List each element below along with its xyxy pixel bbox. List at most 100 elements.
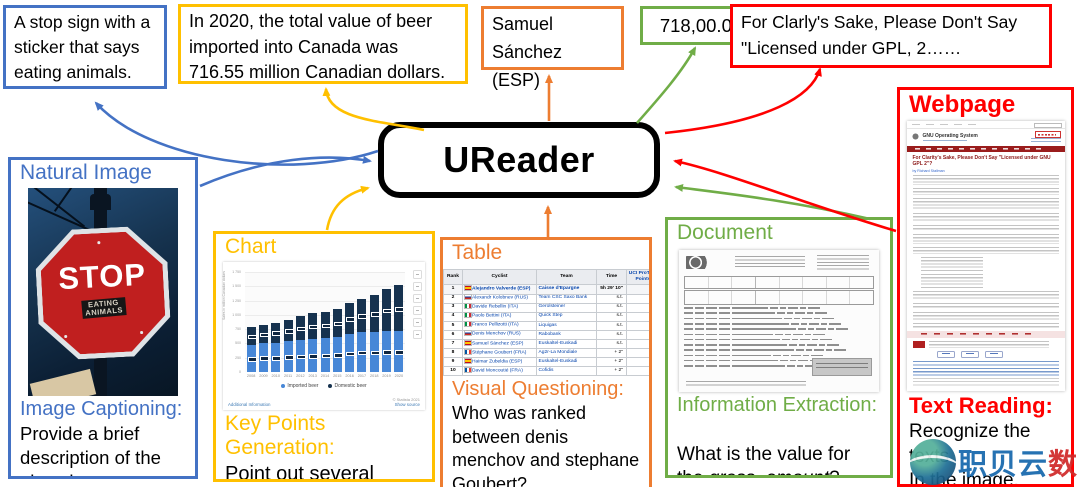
bar-value-label xyxy=(383,308,393,314)
cyclist-link: Davide Rebellin (ITA) xyxy=(472,304,519,310)
footer-button xyxy=(936,350,955,358)
bar-segment xyxy=(394,285,405,332)
document-cell xyxy=(803,354,809,357)
table-cell: 3 xyxy=(626,357,649,368)
watermark-text-blue: 职贝云 xyxy=(957,449,1048,481)
arrow-document-to-ureader xyxy=(674,183,871,221)
table-header-cell: Rank xyxy=(443,268,463,286)
table-cell: s.t. xyxy=(596,320,627,331)
fsf-logo xyxy=(912,340,925,348)
table-cell: Caisse d'Epargne xyxy=(536,284,597,295)
download-icon xyxy=(413,282,422,291)
table-cell: + 2" xyxy=(596,348,627,359)
legend-item: Domestic beer xyxy=(328,383,367,389)
document-cell xyxy=(732,323,789,325)
site-name: GNU Operating System xyxy=(922,133,978,139)
join-fsf-button xyxy=(1034,131,1061,138)
ytick-label: 1 250 xyxy=(232,298,241,303)
bar-value-label xyxy=(296,326,306,332)
document-cell xyxy=(684,354,693,357)
flag-icon-esp xyxy=(463,285,472,291)
flag-icon-ita xyxy=(463,312,472,319)
flag-icon-rus xyxy=(463,330,472,337)
document-cell xyxy=(827,344,839,346)
stop-sign: STOP EATING ANIMALS xyxy=(39,230,167,356)
image-captioning-prompt: Provide a brief description of the given… xyxy=(20,423,161,476)
document-cell xyxy=(800,307,806,309)
xtick-label: 2013 xyxy=(308,374,317,378)
table-cell: s.t. xyxy=(596,338,627,350)
table-cell: 1 xyxy=(443,284,463,295)
gridline xyxy=(245,300,405,302)
document-cell xyxy=(812,338,818,341)
xtick-label: 2008 xyxy=(246,374,256,378)
document-cell xyxy=(732,359,778,362)
table-cell: 7 xyxy=(443,338,463,350)
document-header-grid xyxy=(684,276,874,289)
document-row xyxy=(684,344,874,346)
prompt-suffix: ? xyxy=(829,468,840,475)
cyclist-link: Stéphane Goubert (FRA) xyxy=(472,349,527,355)
bar-segment xyxy=(320,312,331,338)
bar-segment xyxy=(271,322,282,343)
paragraph-lines xyxy=(912,302,1059,309)
ytick-label: 1 750 xyxy=(232,270,241,274)
xtick-label: 2011 xyxy=(283,374,293,378)
visual-questioning-prompt: Who was ranked between denis menchov and… xyxy=(452,403,640,487)
natural-image-title: Natural Image xyxy=(20,161,152,184)
table-cell: 30 xyxy=(626,293,649,304)
bar-segment xyxy=(382,331,393,372)
arrow-chart-to-ureader xyxy=(325,185,370,231)
bar-value-label xyxy=(333,321,343,327)
footer-button xyxy=(960,350,979,358)
table-cell: s.t. xyxy=(596,329,627,340)
table-cell: Franco Pellizotti (ITA) xyxy=(462,320,537,331)
arrow-ureader-to-webpage-answer xyxy=(664,67,822,135)
table-cell: 5 xyxy=(443,320,463,331)
document-cell xyxy=(684,344,693,346)
document-cell xyxy=(793,333,803,336)
table-cell: Quick Step xyxy=(536,311,597,322)
bar-value-label xyxy=(395,306,405,312)
cyclist-link: Franco Pellizotti (ITA) xyxy=(472,322,519,328)
document-cell xyxy=(811,354,823,357)
document-row xyxy=(684,323,874,325)
team-link: Rabobank xyxy=(538,331,561,337)
legend-dot xyxy=(281,383,286,388)
table-cell: David Moncoutié (FRA) xyxy=(462,366,537,377)
document-cell xyxy=(780,359,788,362)
table-cell: Liquigas xyxy=(536,320,597,331)
document-totals-box xyxy=(812,358,872,376)
document-rows xyxy=(684,307,874,367)
bar-segment xyxy=(283,320,294,342)
document-cell xyxy=(684,323,693,325)
bar-segment xyxy=(357,332,368,372)
document-cell xyxy=(789,344,797,346)
bar-segment xyxy=(258,343,269,372)
document-cell xyxy=(719,359,730,362)
stop-sign-border: STOP EATING ANIMALS xyxy=(34,225,173,362)
table-cell: Davide Rebellin (ITA) xyxy=(462,302,537,313)
gross-amount-field: gross_amount xyxy=(709,468,829,475)
table-cell: 4 xyxy=(443,311,463,322)
document-cell xyxy=(732,349,794,351)
document-cell xyxy=(799,344,805,346)
document-cell xyxy=(684,307,693,309)
key-points-label: Key Points Generation: xyxy=(225,412,335,459)
table-cell: + 2" xyxy=(596,357,627,368)
watermark: 职贝云数 xyxy=(909,439,1078,485)
xtick-label: 2012 xyxy=(296,374,305,378)
document-header-grid xyxy=(684,290,874,305)
document-cell xyxy=(706,338,717,341)
document-cell xyxy=(706,344,717,346)
document-cell xyxy=(798,359,808,362)
team-link: Euskaltel-Euskadi xyxy=(538,340,578,346)
table-cell: s.t. xyxy=(596,311,627,322)
paragraph-lines xyxy=(912,197,1059,210)
